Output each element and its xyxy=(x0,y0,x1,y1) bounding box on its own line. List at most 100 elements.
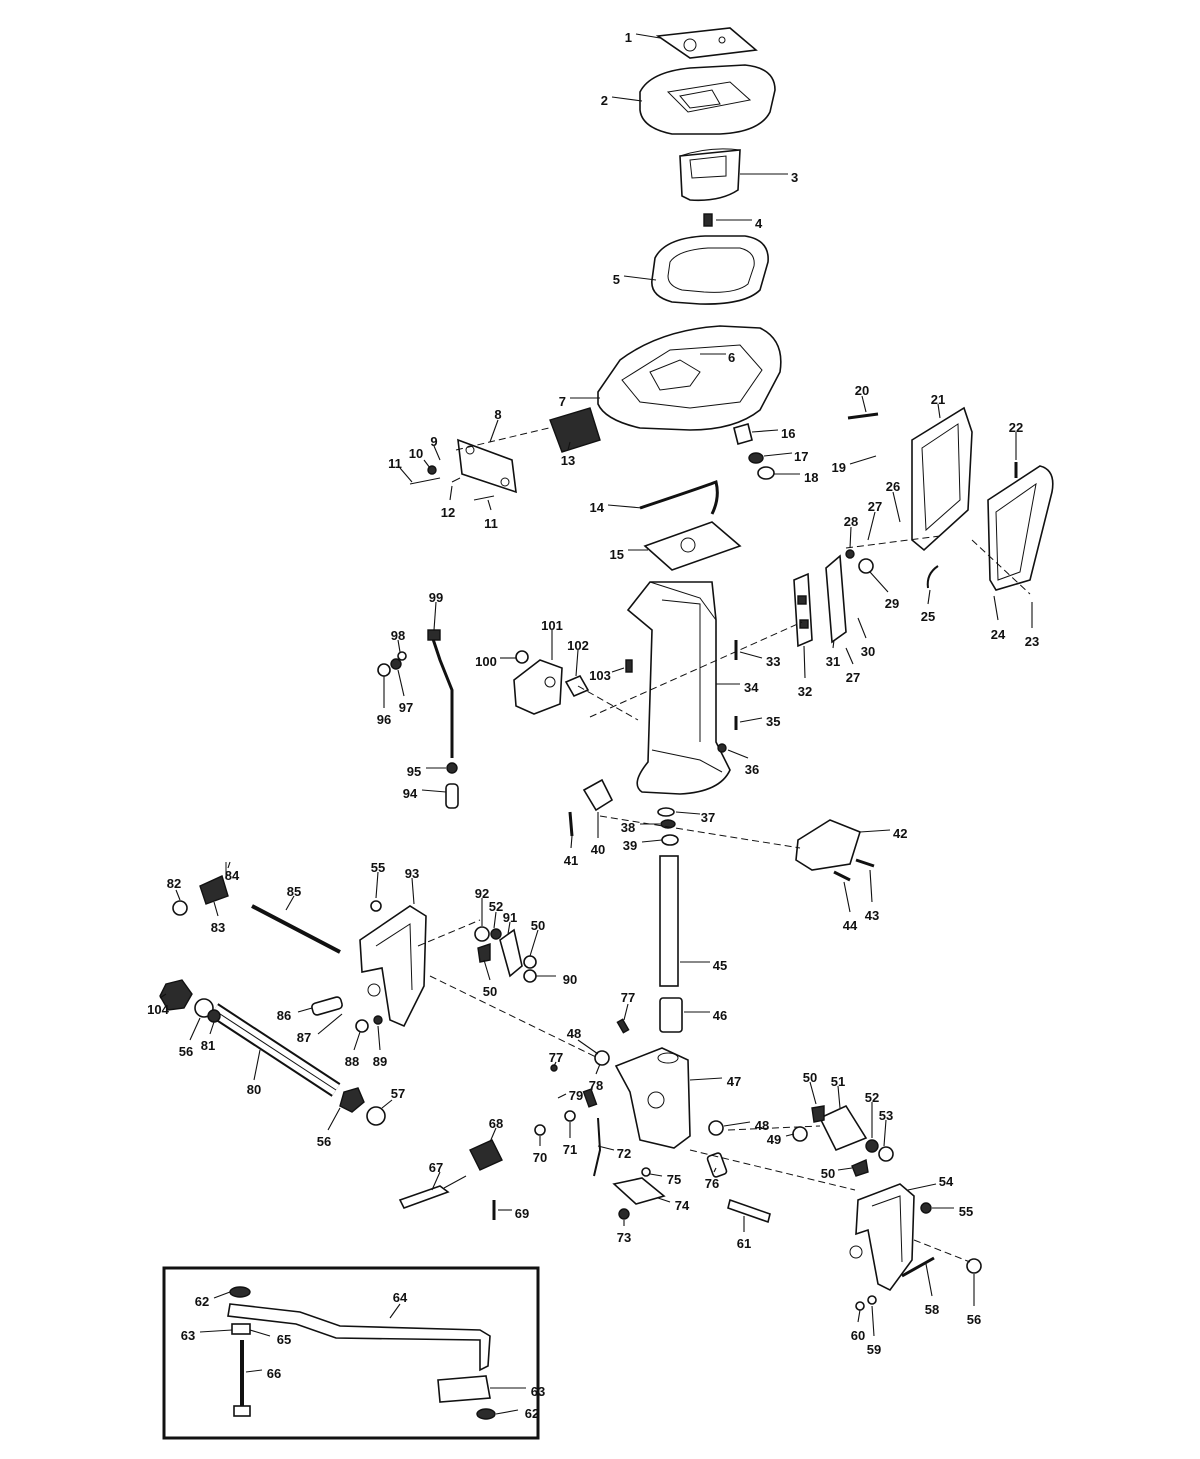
callout-label-76: 76 xyxy=(705,1176,719,1191)
leader-line-47 xyxy=(689,1077,723,1081)
part-29-washer xyxy=(858,558,874,574)
leader-line-78 xyxy=(595,1063,601,1075)
callout-label-50b: 50 xyxy=(483,984,497,999)
callout-label-73: 73 xyxy=(617,1230,631,1245)
callout-label-61: 61 xyxy=(737,1236,751,1251)
callout-label-27b: 27 xyxy=(846,670,860,685)
leader-line-62b xyxy=(495,1409,519,1415)
callout-label-102: 102 xyxy=(567,638,589,653)
callout-label-51: 51 xyxy=(831,1074,845,1089)
callout-label-11a: 11 xyxy=(388,456,402,471)
callout-label-45: 45 xyxy=(713,958,727,973)
callout-label-35: 35 xyxy=(766,714,780,729)
leader-line-41 xyxy=(570,835,573,849)
part-93-clamp-bracket xyxy=(359,905,427,1028)
leader-line-77b xyxy=(553,1061,557,1067)
callout-label-68: 68 xyxy=(489,1116,503,1131)
callout-label-9: 9 xyxy=(430,434,437,449)
part-8-bracket xyxy=(457,438,517,494)
parts-55-56-58-60 xyxy=(855,1202,982,1311)
callout-label-55a: 55 xyxy=(371,860,385,875)
leader-line-89 xyxy=(377,1025,381,1051)
leader-line-82 xyxy=(175,889,181,901)
callout-label-37: 37 xyxy=(701,810,715,825)
callout-label-20: 20 xyxy=(855,383,869,398)
part-21-cover-left xyxy=(911,406,973,552)
callout-label-56b: 56 xyxy=(317,1134,331,1149)
part-3-cup xyxy=(679,148,741,202)
callout-label-77b: 77 xyxy=(549,1050,563,1065)
callout-label-18: 18 xyxy=(804,470,818,485)
parts-56-57 xyxy=(339,1087,386,1126)
callout-label-99: 99 xyxy=(429,590,443,605)
parts-48-washers xyxy=(594,1050,724,1136)
part-40-cap xyxy=(582,778,614,812)
leader-line-63a xyxy=(199,1329,233,1333)
callout-label-94: 94 xyxy=(403,786,418,801)
callout-label-50d: 50 xyxy=(821,1166,835,1181)
leader-line-9 xyxy=(433,445,441,461)
leader-line-11b xyxy=(487,499,492,511)
callout-label-38: 38 xyxy=(621,820,635,835)
leader-line-48b xyxy=(723,1121,751,1127)
assembly-center-lines xyxy=(417,426,1031,1263)
callout-label-16: 16 xyxy=(781,426,795,441)
callout-label-48b: 48 xyxy=(755,1118,769,1133)
callout-label-101: 101 xyxy=(541,618,563,633)
callout-label-58: 58 xyxy=(925,1302,939,1317)
leader-line-99 xyxy=(433,601,437,631)
part-47-swivel-bracket xyxy=(614,1047,691,1149)
callout-label-41: 41 xyxy=(564,853,578,868)
callout-label-95: 95 xyxy=(407,764,421,779)
leader-line-72 xyxy=(597,1145,615,1151)
callout-label-97: 97 xyxy=(399,700,413,715)
callout-label-5: 5 xyxy=(613,272,620,287)
part-41-screw xyxy=(568,811,574,837)
leader-line-32 xyxy=(803,645,806,679)
callout-label-46: 46 xyxy=(713,1008,727,1023)
leader-line-66 xyxy=(245,1369,263,1373)
leader-line-54 xyxy=(907,1183,937,1191)
callout-label-12: 12 xyxy=(441,505,455,520)
parts-73-75-76 xyxy=(618,1152,728,1220)
callout-label-84: 84 xyxy=(225,868,240,883)
callout-label-104: 104 xyxy=(147,1002,169,1017)
callout-label-81: 81 xyxy=(201,1038,215,1053)
part-1-gasket-plate xyxy=(655,27,758,59)
callout-label-33: 33 xyxy=(766,654,780,669)
callout-label-93: 93 xyxy=(405,866,419,881)
leader-line-59 xyxy=(871,1305,875,1337)
part-100-nut xyxy=(515,650,529,664)
callout-label-57: 57 xyxy=(391,1086,405,1101)
part-34-driveshaft-housing xyxy=(626,581,731,795)
leader-line-103 xyxy=(611,667,625,673)
callout-label-28: 28 xyxy=(844,514,858,529)
leader-line-74 xyxy=(657,1197,671,1203)
parts-96-98 xyxy=(377,651,407,677)
leader-line-62a xyxy=(213,1291,231,1299)
part-61-strip xyxy=(727,1198,771,1224)
callout-label-70: 70 xyxy=(533,1150,547,1165)
callout-label-87: 87 xyxy=(297,1030,311,1045)
callout-label-63a: 63 xyxy=(181,1328,195,1343)
callout-label-86: 86 xyxy=(277,1008,291,1023)
callout-label-29: 29 xyxy=(885,596,899,611)
callout-label-89: 89 xyxy=(373,1054,387,1069)
callout-label-56a: 56 xyxy=(179,1044,193,1059)
callout-label-13: 13 xyxy=(561,453,575,468)
leader-line-91 xyxy=(507,921,511,935)
callout-label-55b: 55 xyxy=(959,1204,973,1219)
part-31-strip xyxy=(825,554,847,644)
parts-49-50-52-53 xyxy=(792,1105,894,1177)
leader-line-24 xyxy=(993,595,999,621)
callout-label-59: 59 xyxy=(867,1342,881,1357)
callout-label-82: 82 xyxy=(167,876,181,891)
callout-label-92: 92 xyxy=(475,886,489,901)
part-83-clamp-piece xyxy=(172,875,229,916)
part-14-seal-strip xyxy=(639,480,719,515)
parts-50-52-90-92 xyxy=(370,900,537,983)
callout-label-26: 26 xyxy=(886,479,900,494)
leader-line-48a xyxy=(577,1039,599,1055)
callout-label-10: 10 xyxy=(409,446,423,461)
callout-label-62b: 62 xyxy=(525,1406,539,1421)
